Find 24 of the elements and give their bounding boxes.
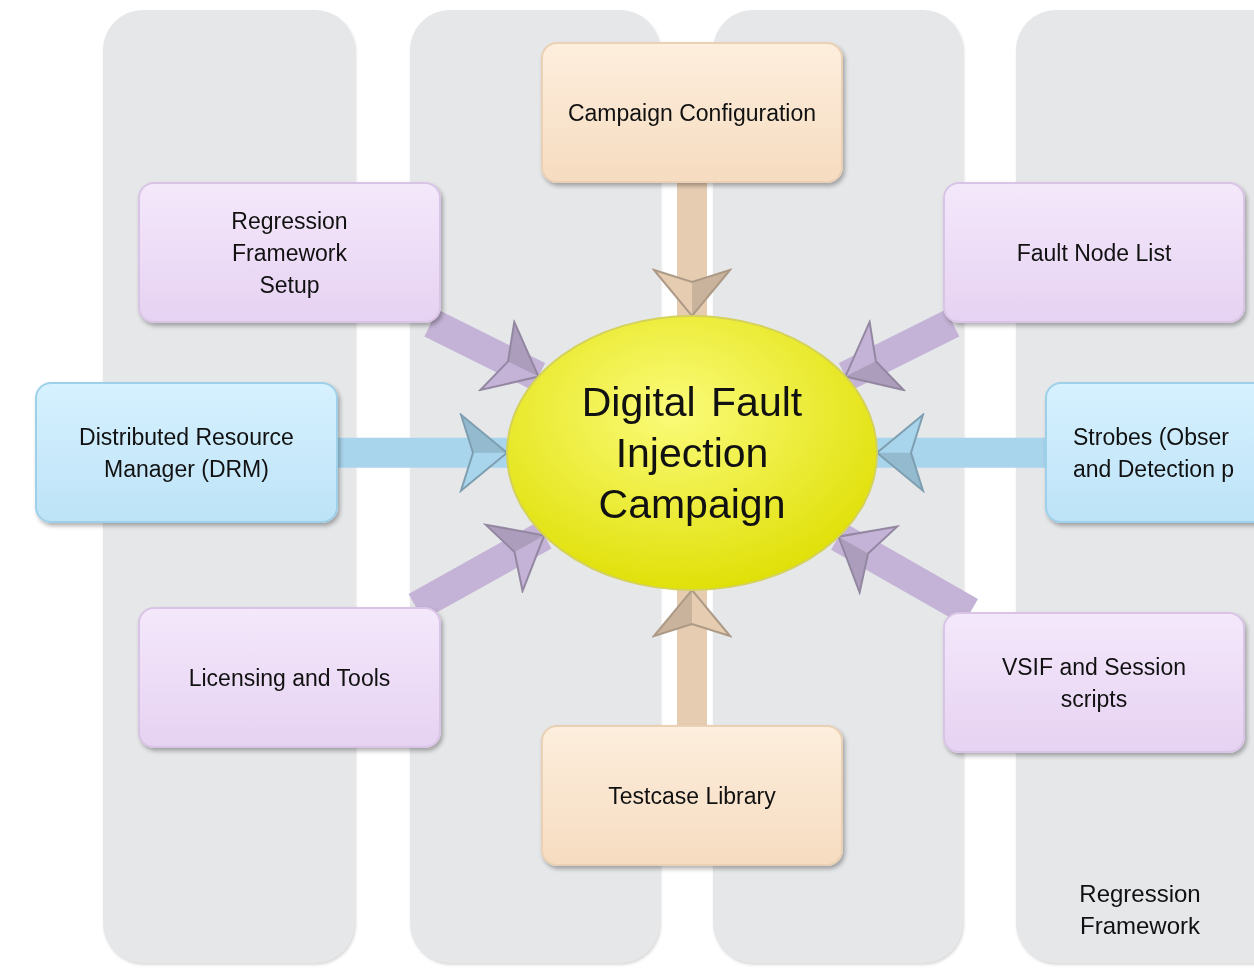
process-box [138,182,441,323]
process-box [943,182,1245,323]
box-text: Regression Framework Setup [230,206,349,300]
box-text: Campaign Configuration [567,98,816,128]
box-text: Distributed Resource Manager (DRM) [78,422,295,484]
block-arrow [876,413,1045,492]
block-arrow [653,589,731,725]
box-text: VSIF and Session scripts [1000,652,1188,714]
block-arrow [338,413,508,492]
process-box [1045,382,1254,523]
box-text: Licensing and Tools [188,663,391,693]
block-arrow [838,309,960,391]
process-box [138,607,441,748]
process-box [541,725,843,866]
box-text: Testcase Library [608,781,776,811]
process-box [943,612,1245,753]
center-title: Digital Fault Injection Campaign [580,377,804,529]
block-arrow [653,183,731,317]
box-text: Strobes (Obser and Detection p [1073,422,1236,484]
process-box [541,42,843,183]
column-label: Regression Framework [1078,879,1202,941]
box-text: Fault Node List [1016,238,1172,268]
process-box [35,382,338,523]
block-arrow [424,309,546,392]
